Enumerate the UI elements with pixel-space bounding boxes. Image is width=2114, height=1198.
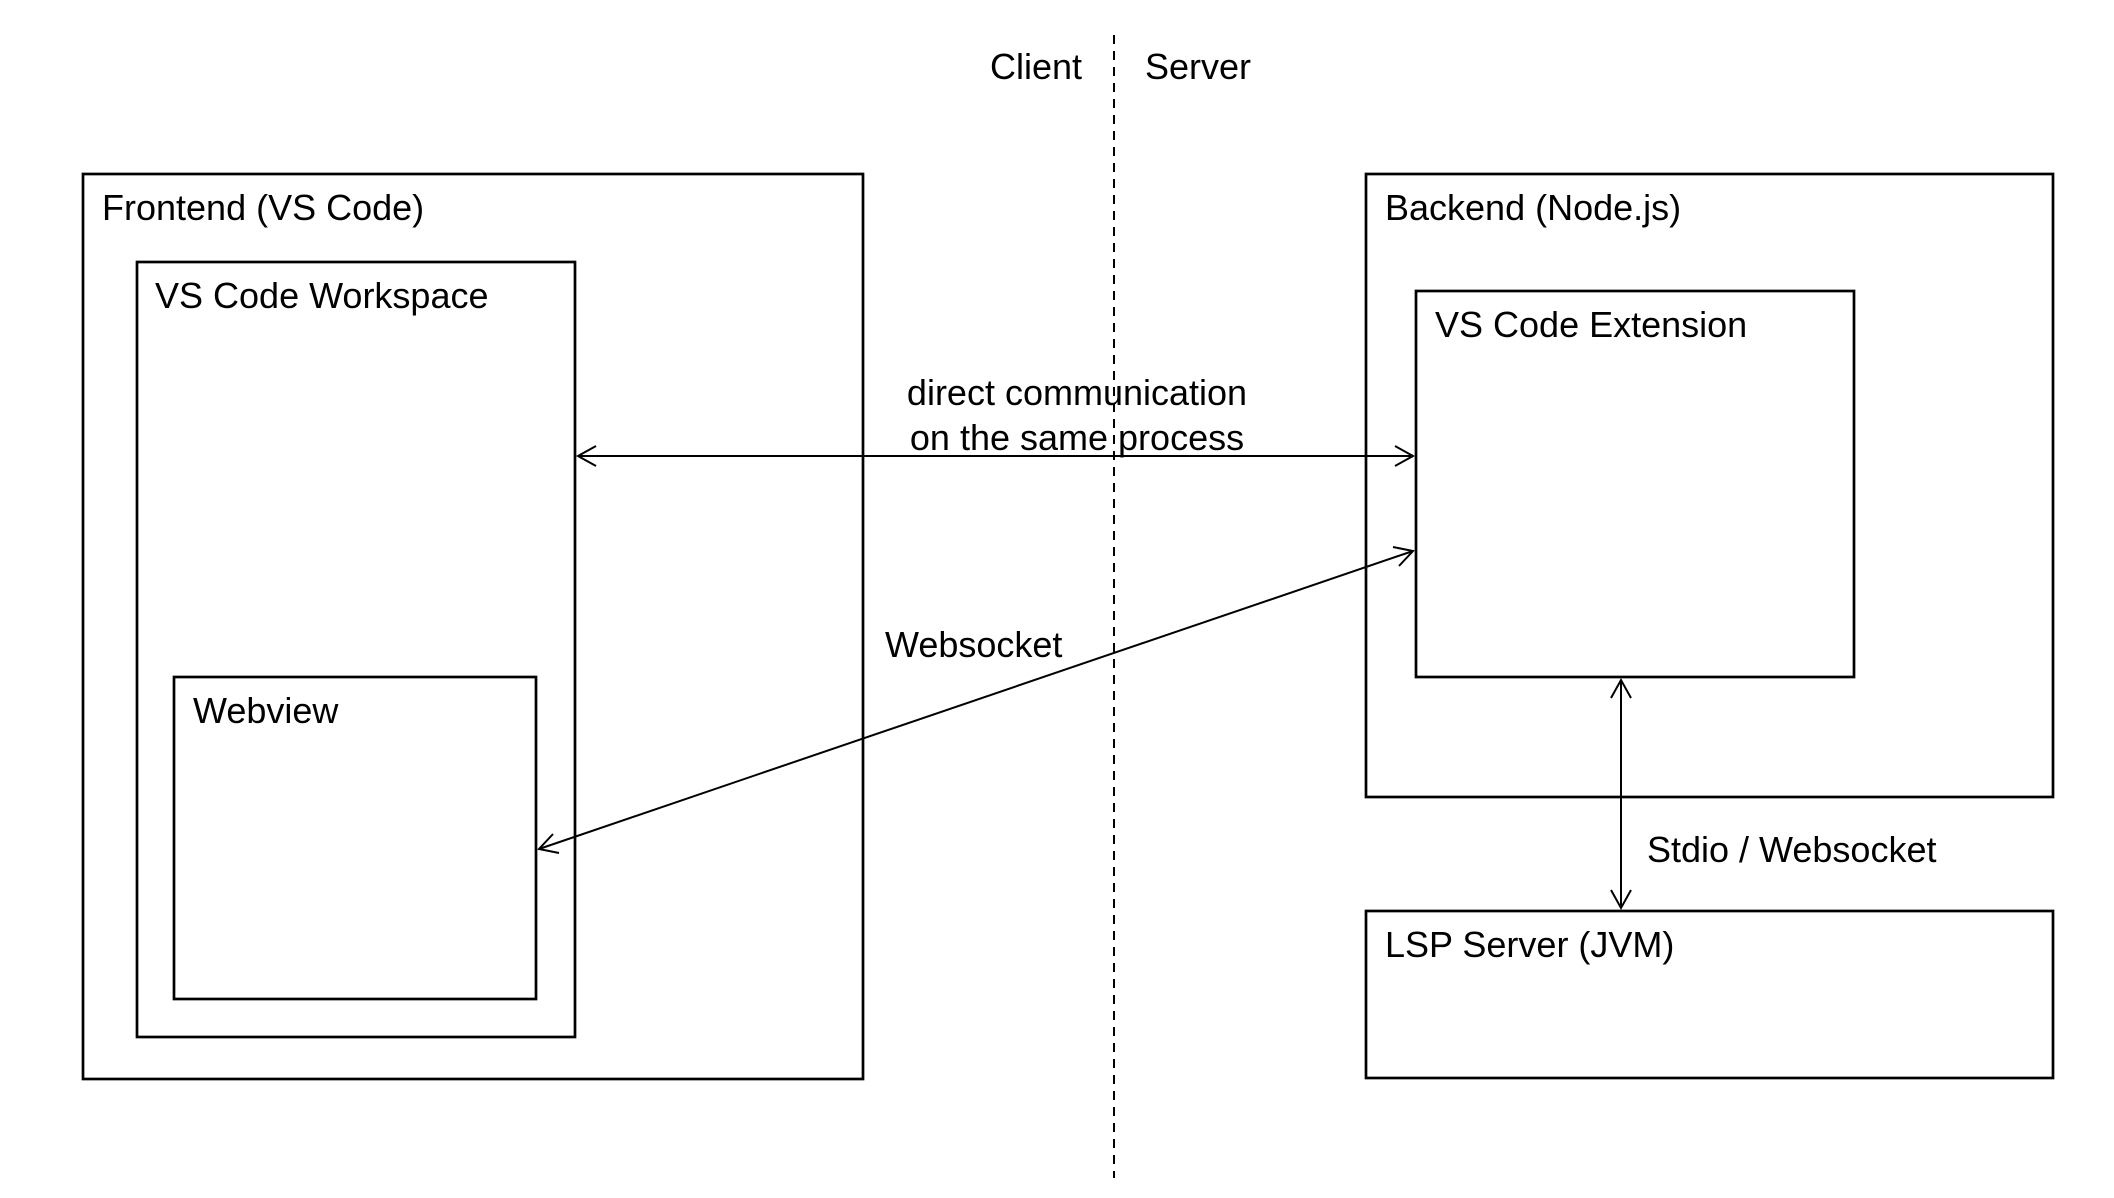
backend-label: Backend (Node.js) (1385, 187, 1681, 228)
lsp-server-label: LSP Server (JVM) (1385, 924, 1674, 965)
extension-label: VS Code Extension (1435, 304, 1747, 345)
lsp-server-box: LSP Server (JVM) (1364, 909, 2055, 1080)
backend-box: Backend (Node.js) (1364, 172, 2055, 799)
arrowhead-extension (1392, 546, 1415, 567)
webview-box: Webview (172, 675, 538, 1001)
websocket-label: Websocket (885, 624, 1062, 665)
extension-box: VS Code Extension (1414, 289, 1856, 679)
arrowhead-up (1610, 677, 1632, 699)
frontend-label: Frontend (VS Code) (102, 187, 424, 228)
direct-communication-label-line2: on the same process (910, 417, 1244, 458)
frontend-box: Frontend (VS Code) (81, 172, 865, 1081)
websocket-arrow (537, 546, 1415, 854)
arrowhead-left (575, 445, 597, 467)
direct-communication-arrow (575, 445, 1416, 467)
client-label: Client (990, 46, 1082, 87)
arrowhead-right (1394, 445, 1416, 467)
direct-communication-label-line1: direct communication (907, 372, 1247, 413)
webview-label: Webview (193, 690, 339, 731)
arrowhead-webview (537, 833, 560, 854)
workspace-box: VS Code Workspace (135, 260, 577, 1039)
workspace-label: VS Code Workspace (155, 275, 489, 316)
arrowhead-down (1610, 889, 1632, 911)
stdio-websocket-arrow (1610, 677, 1632, 911)
stdio-websocket-label: Stdio / Websocket (1647, 829, 1936, 870)
server-label: Server (1145, 46, 1251, 87)
